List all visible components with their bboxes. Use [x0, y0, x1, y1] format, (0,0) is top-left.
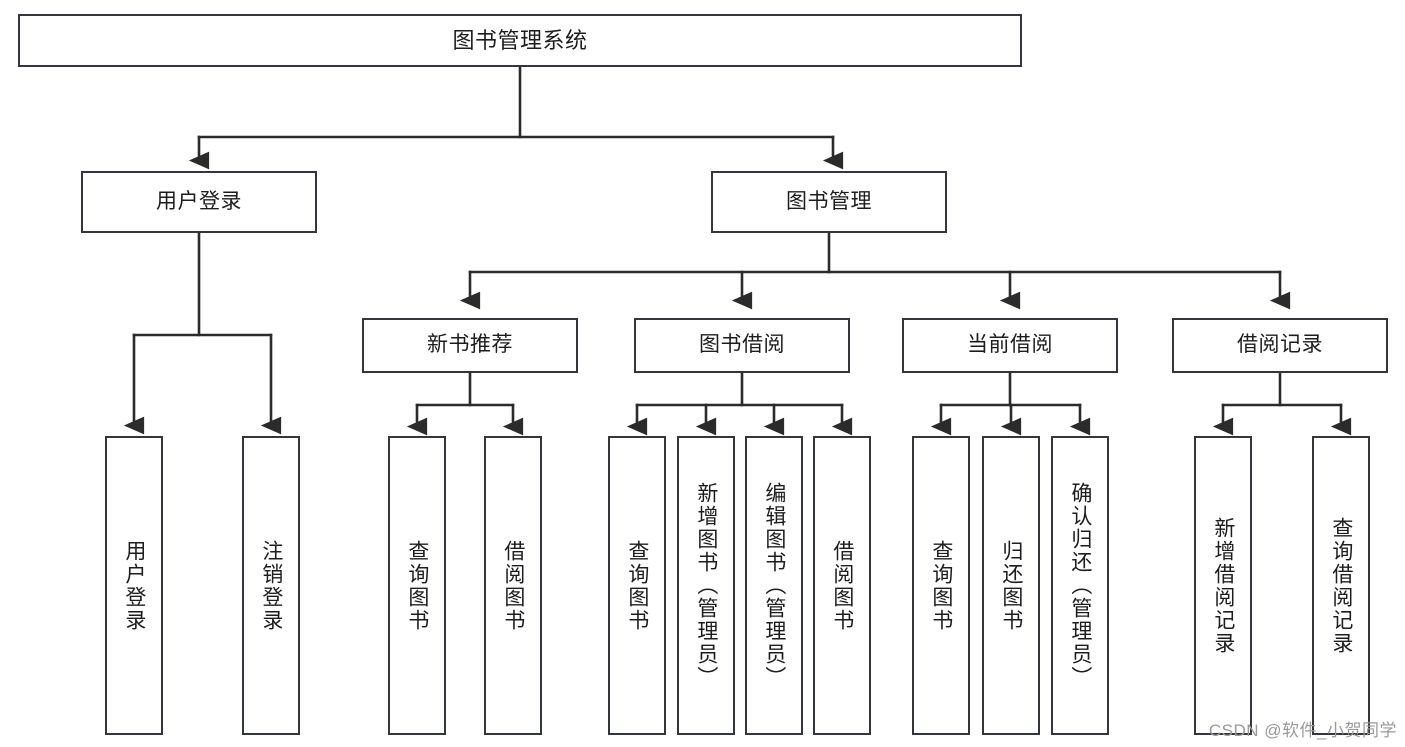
node-borrow-record-label: 借阅记录 — [1237, 333, 1323, 357]
node-leaf-borrow-book-2-label: 借阅图书 — [830, 539, 854, 632]
node-user-login[interactable]: 用户登录 — [81, 171, 317, 233]
node-leaf-logout-login-label: 注销登录 — [259, 539, 283, 632]
watermark-text: CSDN @软件_小贺同学 — [1208, 721, 1397, 740]
node-root[interactable]: 图书管理系统 — [18, 14, 1022, 67]
node-current-borrow[interactable]: 当前借阅 — [902, 318, 1118, 373]
node-root-label: 图书管理系统 — [452, 27, 588, 53]
node-leaf-borrow-book-1[interactable]: 借阅图书 — [484, 436, 542, 735]
node-book-borrow[interactable]: 图书借阅 — [634, 318, 850, 373]
node-leaf-borrow-book-2[interactable]: 借阅图书 — [813, 436, 871, 735]
node-leaf-add-record[interactable]: 新增借阅记录 — [1194, 436, 1252, 735]
node-leaf-return-book[interactable]: 归还图书 — [982, 436, 1040, 735]
node-leaf-logout-login[interactable]: 注销登录 — [242, 436, 300, 735]
node-leaf-query-book-2-label: 查询图书 — [625, 539, 649, 632]
node-book-management[interactable]: 图书管理 — [711, 171, 947, 233]
node-leaf-edit-book[interactable]: 编辑图书（管理员） — [745, 436, 803, 735]
node-book-borrow-label: 图书借阅 — [699, 333, 785, 357]
node-current-borrow-label: 当前借阅 — [967, 333, 1053, 357]
node-leaf-query-book-1[interactable]: 查询图书 — [388, 436, 446, 735]
node-leaf-add-record-label: 新增借阅记录 — [1211, 516, 1235, 655]
node-new-book-recommend[interactable]: 新书推荐 — [362, 318, 578, 373]
node-leaf-user-login-label: 用户登录 — [122, 539, 146, 632]
node-leaf-query-record[interactable]: 查询借阅记录 — [1312, 436, 1370, 735]
node-leaf-return-book-label: 归还图书 — [999, 539, 1023, 632]
node-borrow-record[interactable]: 借阅记录 — [1172, 318, 1388, 373]
node-leaf-query-book-2[interactable]: 查询图书 — [608, 436, 666, 735]
node-leaf-add-book-label: 新增图书（管理员） — [694, 482, 718, 689]
node-leaf-borrow-book-1-label: 借阅图书 — [501, 539, 525, 632]
node-book-management-label: 图书管理 — [786, 189, 872, 213]
node-leaf-user-login[interactable]: 用户登录 — [105, 436, 163, 735]
node-leaf-confirm-return[interactable]: 确认归还（管理员） — [1051, 436, 1109, 735]
node-leaf-query-book-3-label: 查询图书 — [929, 539, 953, 632]
node-leaf-add-book[interactable]: 新增图书（管理员） — [677, 436, 735, 735]
node-new-book-recommend-label: 新书推荐 — [427, 333, 513, 357]
node-leaf-query-book-1-label: 查询图书 — [405, 539, 429, 632]
node-leaf-edit-book-label: 编辑图书（管理员） — [762, 482, 786, 689]
node-leaf-query-book-3[interactable]: 查询图书 — [912, 436, 970, 735]
node-leaf-query-record-label: 查询借阅记录 — [1329, 516, 1353, 655]
node-user-login-label: 用户登录 — [156, 189, 242, 213]
node-leaf-confirm-return-label: 确认归还（管理员） — [1068, 482, 1092, 689]
